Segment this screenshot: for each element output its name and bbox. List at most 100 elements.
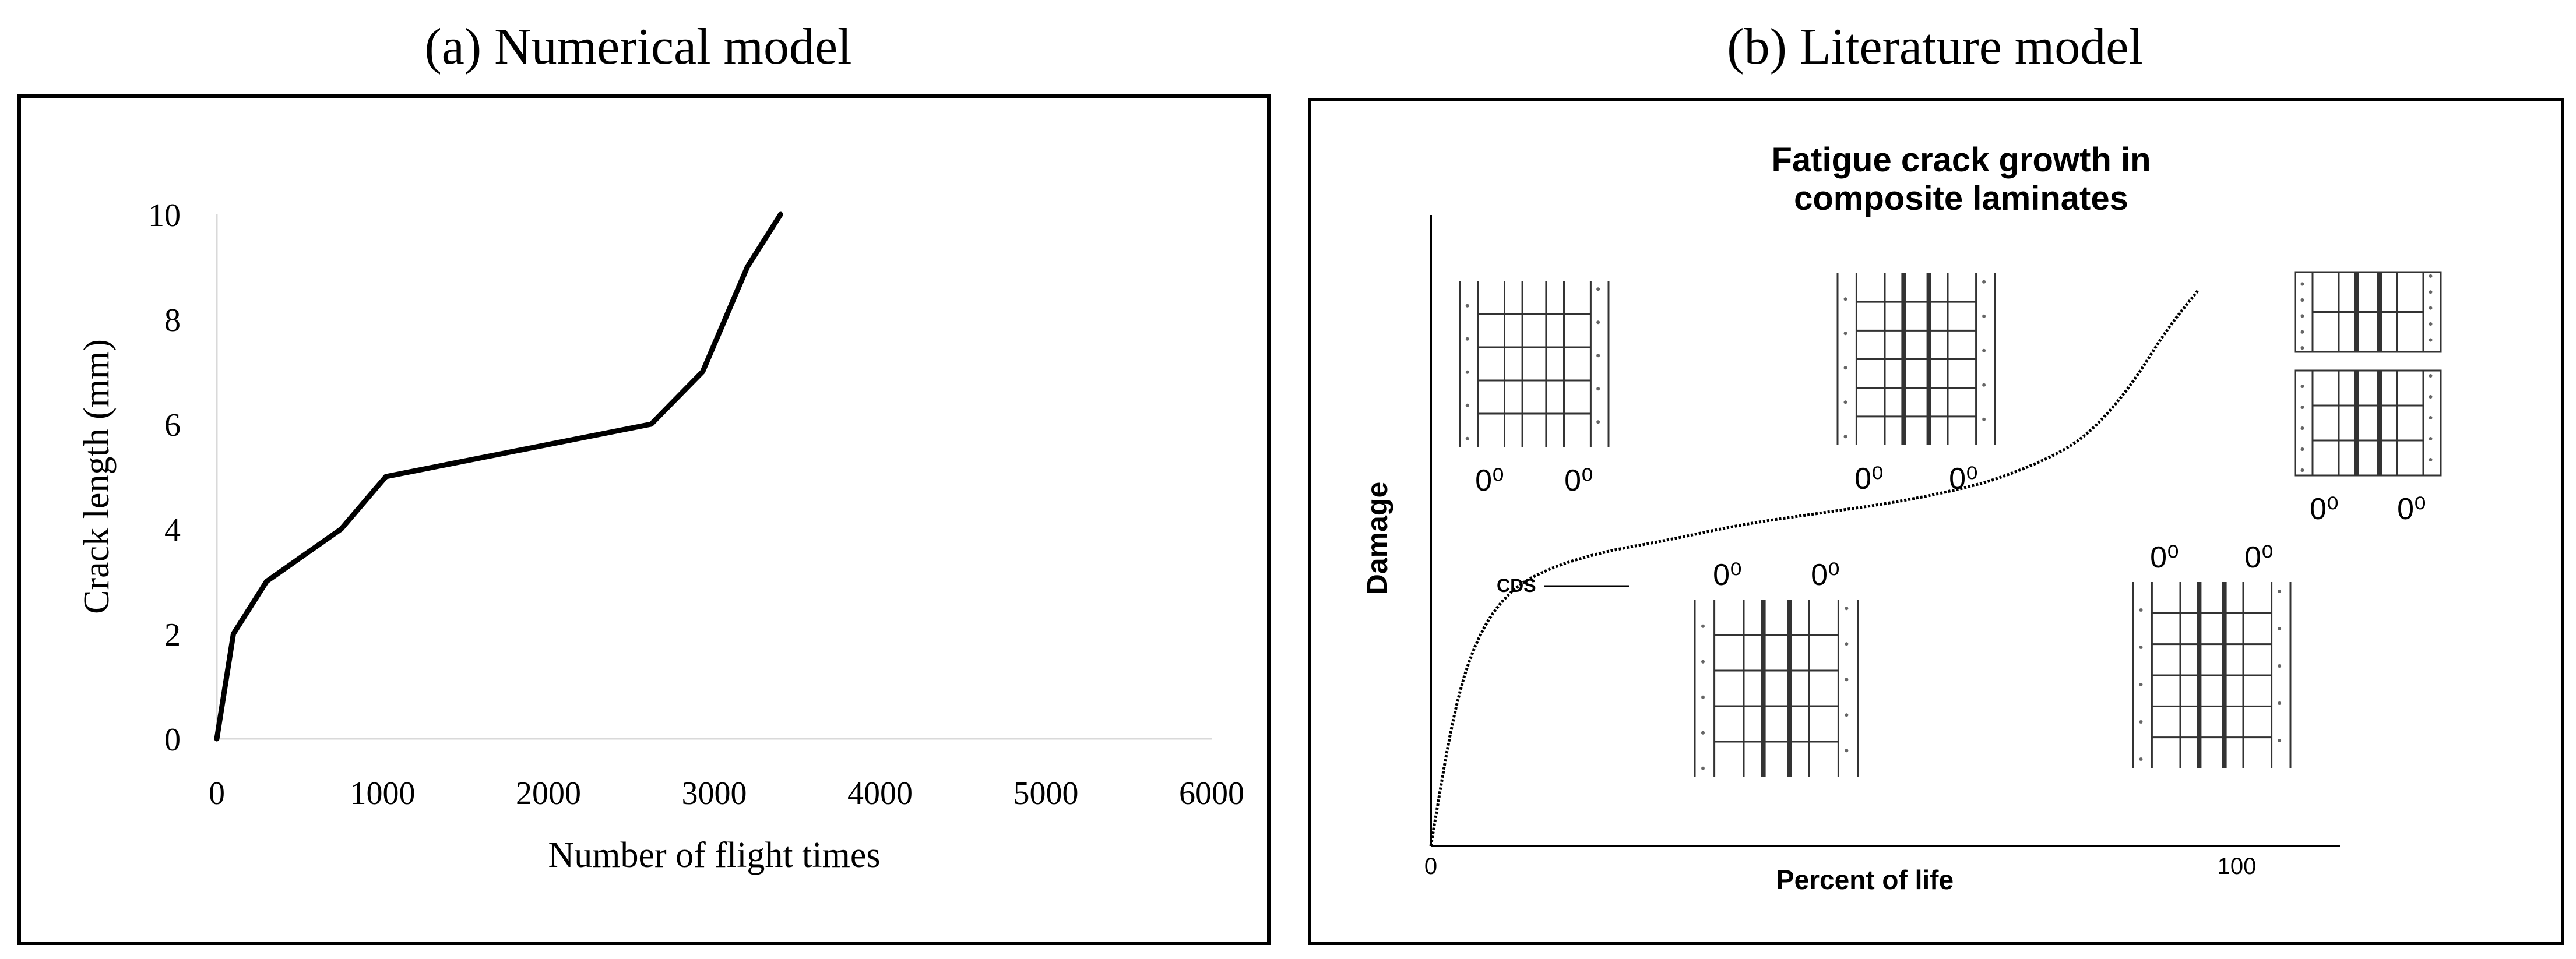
laminate-illustrations: 0⁰ 0⁰ 0⁰ 0⁰ 0⁰ 0⁰ 0⁰ 0⁰ 0⁰ 0⁰ — [1459, 271, 2442, 777]
fiber-dot — [2429, 437, 2433, 440]
fiber-dot — [2300, 314, 2304, 318]
fiber-dot — [1843, 332, 1847, 336]
x-tick-label: 4000 — [847, 775, 913, 812]
fiber-dot — [2429, 306, 2433, 310]
fiber-dot — [2429, 374, 2433, 378]
y-axis-label: Damage — [1361, 482, 1393, 595]
fiber-dot — [2300, 447, 2304, 451]
laminate-diagram: 0⁰ 0⁰ — [1459, 281, 1610, 498]
fiber-dot — [1843, 400, 1847, 404]
laminate-border — [2294, 271, 2442, 353]
fiber-dot — [1845, 678, 1849, 682]
fiber-dot — [2429, 290, 2433, 294]
fiber-dot — [2300, 282, 2304, 286]
fiber-dot — [2278, 739, 2282, 742]
x-tick-label: 0 — [209, 775, 225, 812]
fiber-dot — [1982, 314, 1986, 318]
ply-angle-label: 0⁰ — [1564, 464, 1593, 498]
y-tick-label: 10 — [148, 198, 181, 234]
fiber-dot — [1982, 280, 1986, 284]
x-tick-label: 1000 — [350, 775, 416, 812]
ply-angle-label: 0⁰ — [1475, 464, 1504, 498]
fiber-dot — [2300, 330, 2304, 334]
ply-angle-label: 0⁰ — [2244, 541, 2274, 574]
fiber-dot — [1845, 607, 1849, 611]
fiber-dot — [2139, 720, 2143, 724]
fiber-dot — [1596, 420, 1600, 424]
panel-a-frame: 0 1000 2000 3000 4000 5000 6000 0 2 4 6 8 10 Number … — [17, 94, 1271, 945]
fiber-dot — [2139, 757, 2143, 761]
fiber-dot — [1465, 370, 1469, 374]
fiber-dot — [2300, 406, 2304, 409]
laminate-diagram: 0⁰ 0⁰ — [1836, 273, 1996, 496]
y-tick-label: 6 — [164, 407, 181, 443]
x-tick-label: 6000 — [1179, 775, 1244, 812]
x-tick-label: 0 — [1424, 854, 1437, 879]
x-tick-label: 100 — [2218, 854, 2257, 879]
panel-a-title: (a) Numerical model — [424, 19, 852, 75]
fiber-dot — [2139, 683, 2143, 686]
fiber-dot — [2300, 346, 2304, 350]
x-axis-label: Percent of life — [1776, 865, 1954, 895]
ply-angle-label: 0⁰ — [2150, 541, 2179, 574]
y-tick-label: 4 — [164, 512, 181, 548]
fiber-dot — [2300, 298, 2304, 302]
laminate-border — [2294, 369, 2442, 477]
fiber-dot — [1596, 387, 1600, 391]
fiber-dot — [2278, 590, 2282, 593]
fiber-dot — [1596, 287, 1600, 291]
fiber-dot — [1845, 642, 1849, 646]
ply-angle-label: 0⁰ — [2397, 492, 2426, 526]
ply-angle-label: 0⁰ — [2310, 492, 2339, 526]
fiber-dot — [2429, 395, 2433, 399]
fiber-dot — [2278, 701, 2282, 705]
fiber-dot — [2300, 385, 2304, 388]
laminate-diagram: 0⁰ 0⁰ — [2132, 541, 2292, 768]
y-tick-label: 8 — [164, 302, 181, 339]
fiber-dot — [2429, 274, 2433, 278]
fiber-dot — [2429, 322, 2433, 326]
fiber-dot — [1596, 320, 1600, 325]
fiber-dot — [1982, 417, 1986, 421]
y-tick-label: 0 — [164, 722, 181, 758]
x-tick-label: 3000 — [682, 775, 747, 812]
ply-angle-label: 0⁰ — [1949, 462, 1978, 496]
ply-angle-label: 0⁰ — [1713, 558, 1742, 592]
fiber-dot — [1982, 348, 1986, 352]
fiber-dot — [1843, 366, 1847, 370]
fiber-dot — [1465, 403, 1469, 407]
fiber-dot — [1701, 695, 1705, 699]
fiber-dot — [1845, 713, 1849, 717]
fiber-dot — [1843, 435, 1847, 439]
x-axis-label: Number of flight times — [548, 835, 881, 875]
laminate-diagram — [2294, 271, 2442, 353]
fiber-dot — [1843, 297, 1847, 301]
fiber-dot — [1701, 766, 1705, 770]
fiber-dot — [2300, 426, 2304, 430]
fiber-dot — [1465, 337, 1469, 341]
fiber-dot — [1465, 304, 1469, 308]
fiber-dot — [2278, 627, 2282, 630]
fiber-dot — [2139, 646, 2143, 649]
fiber-dot — [2300, 468, 2304, 472]
ply-angle-label: 0⁰ — [1811, 558, 1840, 592]
fiber-dot — [2139, 608, 2143, 612]
fiber-dot — [1701, 660, 1705, 664]
fiber-dot — [1701, 624, 1705, 628]
x-tick-label: 5000 — [1013, 775, 1079, 812]
crack-growth-line — [214, 211, 783, 742]
fiber-dot — [2278, 664, 2282, 668]
y-tick-label: 2 — [164, 617, 181, 653]
y-axis-label: Crack length (mm) — [77, 339, 117, 614]
cds-label: CDS — [1497, 575, 1536, 596]
fiber-dot — [2429, 338, 2433, 342]
damage-curve — [1429, 290, 2200, 847]
chart-a: 0 1000 2000 3000 4000 5000 6000 0 2 4 6 8 10 Number … — [77, 198, 1244, 875]
x-tick-label: 2000 — [516, 775, 581, 812]
ply-angle-label: 0⁰ — [1854, 462, 1884, 496]
fiber-dot — [2429, 416, 2433, 419]
fiber-dot — [1982, 383, 1986, 387]
